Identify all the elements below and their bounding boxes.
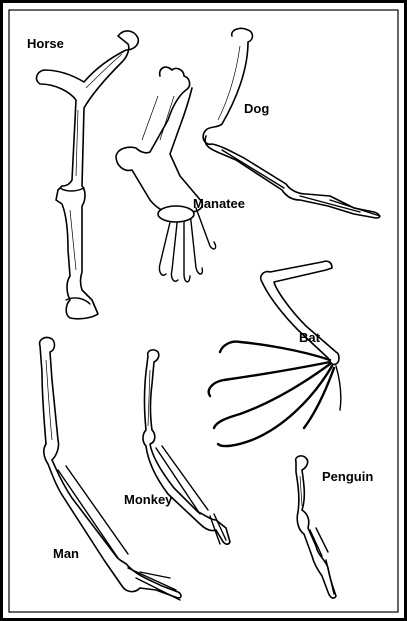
- label-manatee: Manatee: [193, 196, 245, 211]
- label-monkey: Monkey: [124, 492, 173, 507]
- label-horse: Horse: [27, 36, 64, 51]
- label-bat: Bat: [299, 330, 321, 345]
- label-dog: Dog: [244, 101, 269, 116]
- label-man: Man: [53, 546, 79, 561]
- label-penguin: Penguin: [322, 469, 373, 484]
